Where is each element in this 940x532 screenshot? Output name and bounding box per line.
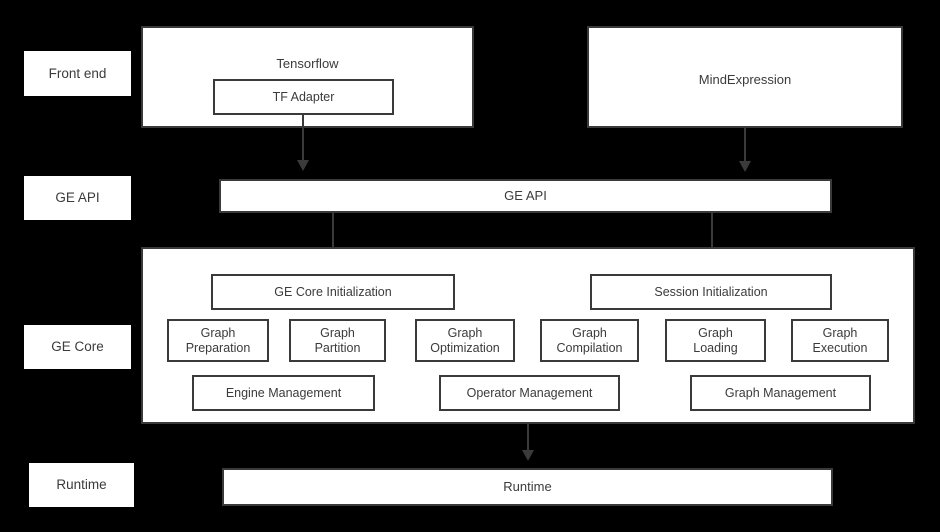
stage-label-front-end: Front end	[24, 51, 131, 96]
graph-compilation-box[interactable]: Graph Compilation	[540, 319, 639, 362]
connector-mindexpression-to-ge-api-arrow	[739, 161, 751, 172]
graph-execution-box[interactable]: Graph Execution	[791, 319, 889, 362]
graph-loading-box[interactable]: Graph Loading	[665, 319, 766, 362]
graph-management-box[interactable]: Graph Management	[690, 375, 871, 411]
connector-tf-adapter-to-ge-api-line	[302, 115, 304, 165]
session-initialization-box[interactable]: Session Initialization	[590, 274, 832, 310]
ge-core-initialization-box[interactable]: GE Core Initialization	[211, 274, 455, 310]
stage-label-ge-core: GE Core	[24, 325, 131, 369]
runtime-bar[interactable]: Runtime	[222, 468, 833, 506]
connector-mindexpression-to-ge-api-line	[744, 128, 746, 166]
connector-ge-core-to-runtime-arrow	[522, 450, 534, 461]
framework-mindexpression-title: MindExpression	[698, 72, 792, 87]
engine-management-box[interactable]: Engine Management	[192, 375, 375, 411]
graph-optimization-box[interactable]: Graph Optimization	[415, 319, 515, 362]
graph-preparation-box[interactable]: Graph Preparation	[167, 319, 269, 362]
connector-ge-api-to-session-init-line	[711, 213, 713, 256]
connector-tf-adapter-to-ge-api-arrow	[297, 160, 309, 171]
operator-management-box[interactable]: Operator Management	[439, 375, 620, 411]
connector-ge-api-to-ge-core-init-line	[332, 213, 334, 256]
connector-ge-core-to-runtime-line	[527, 424, 529, 454]
framework-tensorflow-title: Tensorflow	[276, 56, 339, 71]
tf-adapter-box[interactable]: TF Adapter	[213, 79, 394, 115]
ge-api-bar[interactable]: GE API	[219, 179, 832, 213]
stage-label-runtime: Runtime	[29, 463, 134, 507]
graph-partition-box[interactable]: Graph Partition	[289, 319, 386, 362]
stage-label-ge-api: GE API	[24, 176, 131, 220]
framework-mindexpression[interactable]: MindExpression	[587, 26, 903, 128]
